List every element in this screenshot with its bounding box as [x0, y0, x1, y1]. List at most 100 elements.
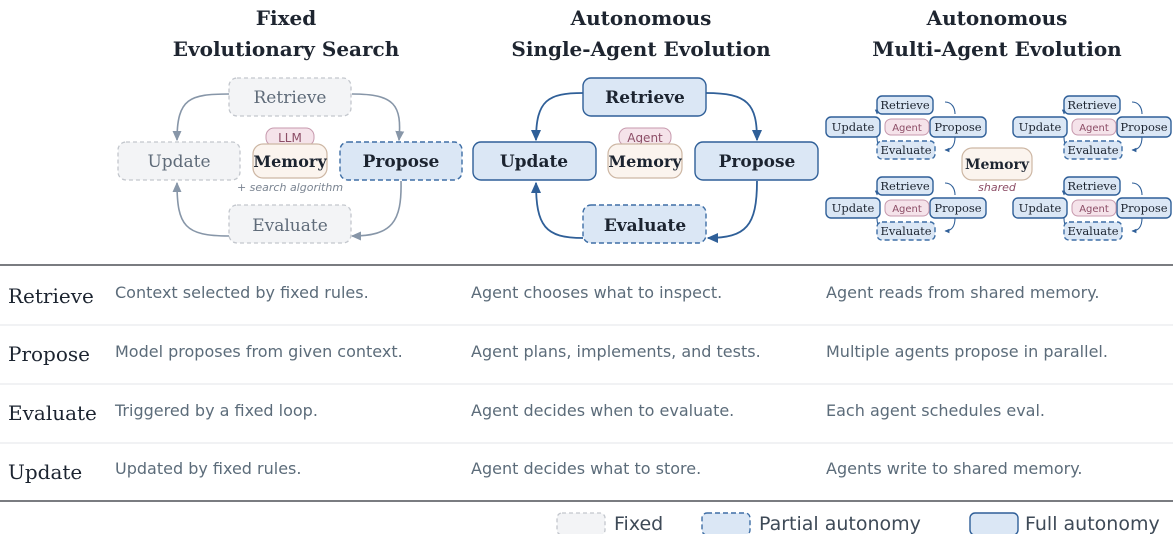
- evaluate-label: Evaluate: [604, 216, 687, 236]
- table-cell: Agent chooses what to inspect.: [471, 283, 722, 302]
- legend-swatch-partial: [701, 512, 751, 536]
- multi-agent-diagram: Memory shared Retrieve Update Propose Ev…: [825, 95, 1172, 241]
- row-head-evaluate: Evaluate: [8, 401, 97, 425]
- loop-arrow: [351, 93, 405, 142]
- legend-label-full: Full autonomy: [1025, 513, 1160, 534]
- agent-tag-label: Agent: [892, 204, 922, 215]
- evaluate-label: Evaluate: [1067, 143, 1118, 157]
- agent-tag: [884, 118, 930, 136]
- loop-arrow: [530, 181, 584, 239]
- single-agent-loop-diagram: Retrieve Update Propose Evaluate Agent M…: [472, 77, 819, 244]
- legend: Fixed Partial autonomy Full autonomy: [556, 512, 1160, 536]
- retrieve-box: [876, 176, 934, 196]
- retrieve-box: [228, 77, 352, 117]
- column-title-single-agent: Autonomous Single-Agent Evolution: [511, 6, 771, 61]
- propose-label: Propose: [934, 120, 981, 134]
- table-cell: Model proposes from given context.: [115, 342, 403, 361]
- agent-loop-bottom-right: Retrieve Update Propose Evaluate Agent: [1012, 176, 1172, 241]
- memory-label: Memory: [608, 152, 682, 171]
- retrieve-box: [582, 77, 707, 117]
- title-line: Single-Agent Evolution: [511, 37, 771, 61]
- row-head-update: Update: [8, 460, 82, 484]
- shared-memory-box: [961, 147, 1033, 181]
- legend-swatch-fixed: [556, 512, 606, 536]
- row-head-propose: Propose: [8, 342, 90, 366]
- table-cell: Context selected by fixed rules.: [115, 283, 369, 302]
- update-box: [825, 197, 881, 219]
- column-title-fixed: Fixed Evolutionary Search: [173, 6, 400, 61]
- update-label: Update: [500, 152, 568, 172]
- loop-arrow: [172, 93, 230, 142]
- propose-label: Propose: [1120, 120, 1167, 134]
- propose-box: [929, 197, 987, 219]
- title-line: Multi-Agent Evolution: [872, 37, 1122, 61]
- evaluate-box: [1063, 221, 1123, 241]
- update-box: [825, 116, 881, 138]
- evaluate-box: [876, 140, 936, 160]
- retrieve-label: Retrieve: [1067, 98, 1117, 112]
- agent-tag-label: Agent: [627, 131, 663, 145]
- update-box: [1012, 116, 1068, 138]
- table-cell: Updated by fixed rules.: [115, 459, 301, 478]
- propose-label: Propose: [363, 152, 440, 172]
- title-line: Evolutionary Search: [173, 37, 400, 61]
- evaluate-box: [228, 204, 352, 244]
- evaluate-label: Evaluate: [880, 224, 931, 238]
- legend-item-full: Full autonomy: [969, 512, 1160, 536]
- update-box: [1012, 197, 1068, 219]
- retrieve-label: Retrieve: [880, 179, 930, 193]
- agent-tag: [884, 199, 930, 217]
- loop-arrow: [172, 181, 230, 237]
- evaluate-box: [876, 221, 936, 241]
- agent-tag-label: Agent: [892, 123, 922, 134]
- table-cell: Triggered by a fixed loop.: [114, 401, 318, 420]
- update-box: [472, 141, 597, 181]
- table-cell: Agent reads from shared memory.: [826, 283, 1099, 302]
- column-title-multi-agent: Autonomous Multi-Agent Evolution: [872, 6, 1122, 61]
- table-cell: Agent decides when to evaluate.: [471, 401, 734, 420]
- loop-arrow: [705, 92, 763, 142]
- legend-label-partial: Partial autonomy: [759, 513, 921, 534]
- evaluate-box: [1063, 140, 1123, 160]
- memory-box: [252, 143, 328, 179]
- table-row: Evaluate Triggered by a fixed loop. Agen…: [8, 401, 1045, 425]
- propose-label: Propose: [719, 152, 796, 172]
- memory-label: Memory: [253, 152, 327, 171]
- fixed-loop-diagram: Retrieve Update Propose Evaluate LLM Mem…: [117, 77, 463, 244]
- table-cell: Agent decides what to store.: [471, 459, 701, 478]
- propose-box: [929, 116, 987, 138]
- legend-item-partial: Partial autonomy: [701, 512, 921, 536]
- shared-note: shared: [978, 181, 1017, 194]
- legend-swatch-full: [969, 512, 1019, 536]
- retrieve-label: Retrieve: [605, 88, 685, 108]
- agent-loop-top-right: Retrieve Update Propose Evaluate Agent: [1012, 95, 1172, 160]
- retrieve-box: [1063, 176, 1121, 196]
- loop-arrow: [530, 92, 584, 142]
- update-label: Update: [832, 201, 875, 215]
- update-box: [117, 141, 241, 181]
- title-line: Autonomous: [570, 6, 712, 30]
- evaluate-label: Evaluate: [880, 143, 931, 157]
- legend-label-fixed: Fixed: [614, 513, 663, 534]
- memory-box: [607, 143, 683, 179]
- loop-arrow: [350, 180, 402, 241]
- evaluate-label: Evaluate: [252, 216, 328, 236]
- table-row: Retrieve Context selected by fixed rules…: [8, 283, 1099, 308]
- propose-box: [1116, 116, 1172, 138]
- retrieve-box: [1063, 95, 1121, 115]
- propose-box: [339, 141, 463, 181]
- title-line: Autonomous: [926, 6, 1068, 30]
- shared-memory-label: Memory: [965, 157, 1030, 173]
- table-cell: Agents write to shared memory.: [826, 459, 1083, 478]
- table-row: Propose Model proposes from given contex…: [8, 342, 1108, 366]
- agent-loop-top-left: Retrieve Update Propose Evaluate Agent: [825, 95, 987, 160]
- retrieve-label: Retrieve: [1067, 179, 1117, 193]
- table-cell: Agent plans, implements, and tests.: [471, 342, 761, 361]
- row-head-retrieve: Retrieve: [8, 284, 94, 308]
- agent-tag: [1071, 199, 1117, 217]
- agent-tag: [1071, 118, 1117, 136]
- propose-box: [1116, 197, 1172, 219]
- loop-arrow: [706, 180, 758, 244]
- retrieve-label: Retrieve: [254, 88, 327, 108]
